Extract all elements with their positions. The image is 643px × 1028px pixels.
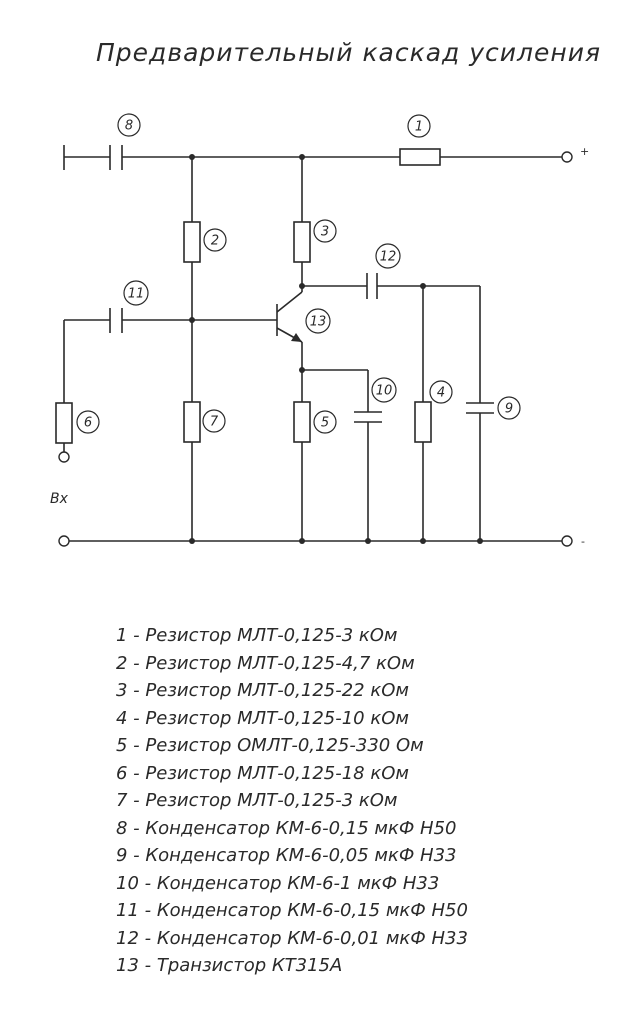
legend-item: 6 - Резистор МЛТ-0,125-18 кОм [116, 762, 409, 784]
resistor-4 [414, 401, 432, 443]
resistor-1 [399, 148, 441, 166]
svg-text:8: 8 [125, 119, 133, 134]
legend-item: 2 - Резистор МЛТ-0,125-4,7 кОм [116, 652, 415, 674]
capacitor-11 [109, 308, 123, 333]
legend-item: 10 - Конденсатор КМ-6-1 мкФ Н33 [116, 872, 440, 894]
callout-6: 6 [76, 410, 100, 434]
callout-11: 11 [123, 280, 149, 306]
legend-item: 7 - Резистор МЛТ-0,125-3 кОм [116, 790, 398, 811]
legend-item: 3 - Резистор МЛТ-0,125-22 кОм [116, 680, 409, 701]
legend-item: 5 - Резистор ОМЛТ-0,125-330 Ом [116, 735, 424, 756]
svg-text:4: 4 [437, 386, 445, 401]
callout-12: 12 [375, 243, 401, 269]
callout-13: 13 [305, 308, 331, 334]
callout-2: 2 [203, 228, 227, 252]
plus-terminal[interactable] [561, 151, 573, 163]
callout-3: 3 [313, 219, 337, 243]
minus-sign: - [581, 535, 585, 548]
legend-item: 13 - Транзистор КТ315А [116, 955, 343, 976]
input-label: Вх [50, 491, 69, 507]
legend-item: 4 - Резистор МЛТ-0,125-10 кОм [116, 707, 409, 729]
callout-7: 7 [202, 409, 226, 433]
input-branch [63, 319, 277, 452]
callout-5: 5 [313, 410, 337, 434]
svg-text:3: 3 [321, 225, 329, 240]
resistor-7 [183, 401, 201, 443]
capacitor-12 [302, 273, 480, 299]
resistor-3 [293, 221, 311, 263]
svg-text:13: 13 [310, 315, 327, 330]
callout-8: 8 [117, 113, 141, 137]
amplifier-schematic: + Вх [50, 113, 589, 548]
callout-1: 1 [407, 114, 431, 138]
input-terminal[interactable] [58, 451, 70, 463]
callout-9: 9 [497, 396, 521, 420]
resistor-2 [183, 221, 201, 263]
component-legend: 1 - Резистор МЛТ-0,125-3 кОм 2 - Резисто… [116, 622, 468, 980]
plus-sign: + [580, 145, 589, 158]
legend-item: 1 - Резистор МЛТ-0,125-3 кОм [116, 625, 398, 646]
capacitor-9 [466, 286, 494, 541]
capacitor-8 [109, 145, 123, 170]
svg-text:6: 6 [84, 416, 92, 431]
svg-text:10: 10 [376, 384, 393, 399]
svg-text:12: 12 [380, 250, 397, 265]
diagram-title: Предварительный каскад усиления [96, 38, 602, 67]
common-left-terminal[interactable] [58, 535, 70, 547]
resistor-6 [55, 402, 73, 444]
top-rail [63, 145, 562, 170]
legend-item: 8 - Конденсатор КМ-6-0,15 мкФ Н50 [116, 817, 457, 839]
junctions [189, 154, 483, 544]
transistor-13 [276, 262, 303, 402]
legend-item: 12 - Конденсатор КМ-6-0,01 мкФ Н33 [116, 927, 468, 949]
svg-text:5: 5 [321, 416, 329, 431]
minus-terminal[interactable] [561, 535, 573, 547]
svg-text:2: 2 [211, 234, 219, 249]
legend-item: 11 - Конденсатор КМ-6-0,15 мкФ Н50 [116, 900, 468, 921]
svg-text:1: 1 [415, 120, 423, 135]
svg-text:7: 7 [210, 415, 219, 430]
svg-text:11: 11 [128, 287, 145, 302]
callout-4: 4 [429, 380, 453, 404]
resistor-5 [293, 401, 311, 443]
capacitor-10 [302, 369, 382, 541]
svg-text:9: 9 [505, 402, 513, 417]
legend-item: 9 - Конденсатор КМ-6-0,05 мкФ Н33 [116, 845, 457, 866]
callout-10: 10 [371, 377, 397, 403]
